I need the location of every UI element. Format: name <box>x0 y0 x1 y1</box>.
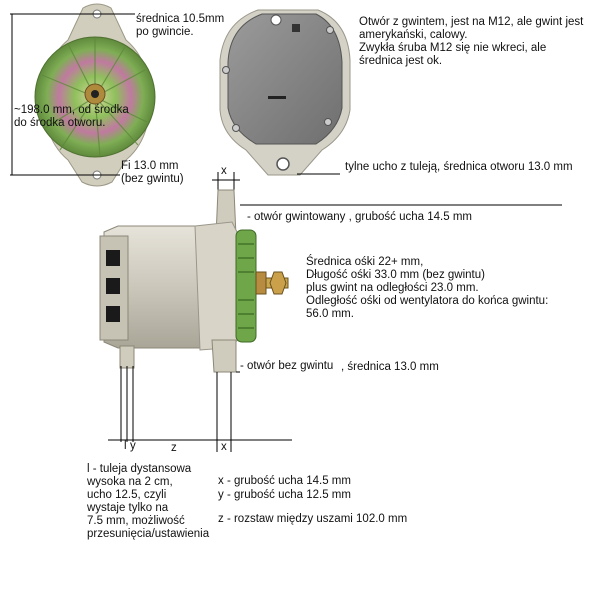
side-pulley <box>255 271 267 295</box>
side-dim-l-label: l <box>124 440 127 452</box>
front-fi-label: Fi 13.0 mm (bez gwintu) <box>121 160 184 185</box>
side-bottom-ear-left <box>119 345 135 369</box>
side-nut <box>269 271 287 295</box>
legend-x: x - grubość ucha 14.5 mm <box>218 475 351 487</box>
back-bolt-4 <box>324 118 332 126</box>
back-ear-hole <box>276 157 290 171</box>
side-dim-x-label: x <box>221 441 227 453</box>
side-slot-3 <box>106 306 120 322</box>
side-slot-2 <box>106 278 120 294</box>
back-bolt-1 <box>326 26 334 34</box>
front-hole-diameter-label: średnica 10.5mm po gwincie. <box>136 13 225 38</box>
back-terminal <box>292 24 300 32</box>
side-view <box>99 172 562 452</box>
side-unthreaded-hole-label: - otwór bez gwintu <box>240 360 334 372</box>
shaft-center <box>91 90 99 98</box>
front-distance-label: ~198.0 mm, od środka do środka otworu. <box>14 104 129 129</box>
legend-z: z - rozstaw między uszami 102.0 mm <box>218 513 408 525</box>
side-front-bell <box>194 221 239 351</box>
side-threaded-hole-label: - otwór gwintowany , grubość ucha 14.5 m… <box>247 211 472 223</box>
legend-sleeve: l - tuleja dystansowa wysoka na 2 cm, uc… <box>87 463 210 540</box>
back-view <box>219 9 351 176</box>
back-thread-note: Otwór z gwintem, jest na M12, ale gwint … <box>359 16 584 67</box>
side-dim-y-label: y <box>130 440 136 452</box>
back-bolt-3 <box>232 124 240 132</box>
back-bolt-2 <box>222 66 230 74</box>
side-fan-blades <box>238 243 254 329</box>
back-nameplate <box>268 96 286 99</box>
side-unthreaded-diameter-label: , średnica 13.0 mm <box>341 361 439 373</box>
legend-y: y - grubość ucha 12.5 mm <box>218 489 351 501</box>
back-cover <box>227 13 343 145</box>
side-slot-1 <box>106 250 120 266</box>
side-bottom-ear-right <box>211 339 237 373</box>
side-dim-z-label: z <box>171 442 177 454</box>
side-shaft-label: Średnica ośki 22+ mm, Długość ośki 33.0 … <box>306 256 549 320</box>
front-view <box>10 3 156 187</box>
back-top-hole <box>270 14 282 26</box>
side-x-top-label: x <box>221 165 227 177</box>
back-rear-ear-label: tylne ucho z tuleją, średnica otworu 13.… <box>345 161 573 173</box>
side-fan <box>235 229 257 343</box>
